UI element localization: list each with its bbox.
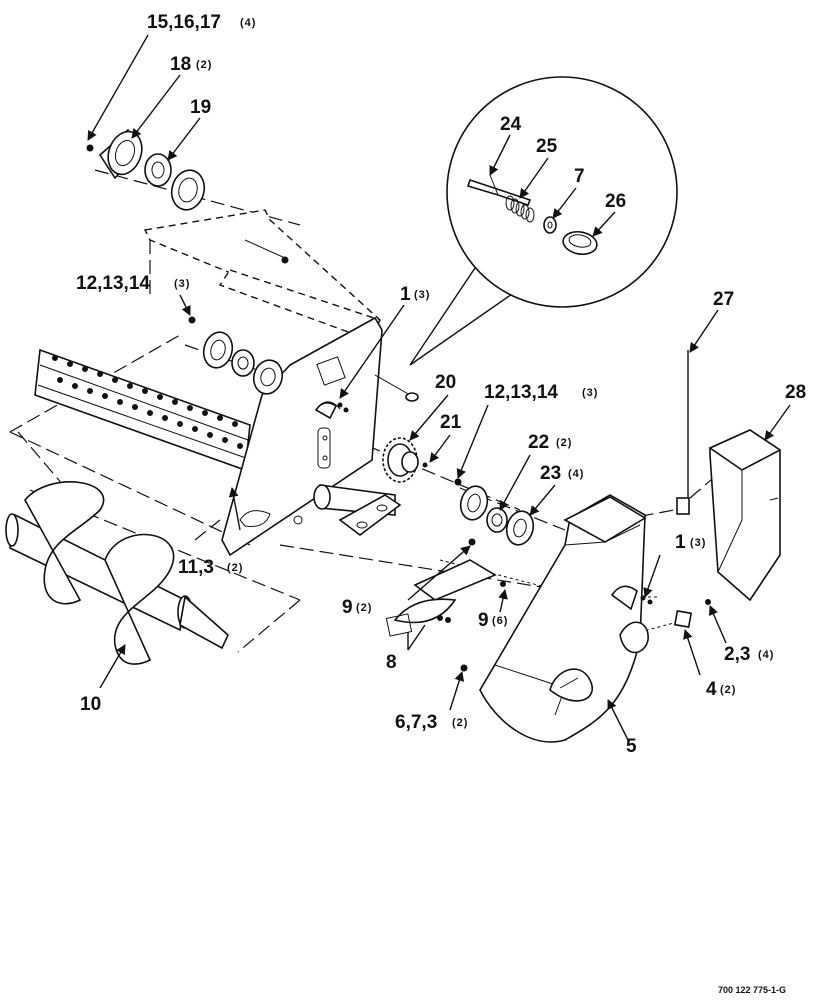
plate-hardware [314,374,419,420]
callout-qty-c2: (2) [196,59,212,71]
small-plate [673,599,711,629]
deflector-shield [708,429,782,602]
callout-qty-c8: (3) [174,278,190,290]
callout-qty-c15: (2) [556,437,572,449]
sprocket [382,437,428,483]
detail-inset [409,76,678,366]
callout-label-c19: 9 [342,597,353,618]
callout-qty-c9: (3) [414,289,430,301]
middle-bearing-assembly [188,316,284,395]
callout-qty-c25: (2) [452,717,468,729]
callout-label-c16: 23 [540,463,561,484]
callout-label-c1: 15,16,17 [147,12,221,33]
callout-label-c7: 26 [605,191,626,212]
shield-housing [460,494,653,743]
right-bearing-assembly [454,478,535,546]
callout-labels: 15,16,17 (4) 18 (2) 19 24 25 7 26 12,13,… [76,12,806,757]
callout-label-c17: 11,3 [178,557,214,578]
callout-qty-c13: (3) [582,387,598,399]
callout-qty-c20: (6) [492,615,508,627]
callout-label-c23: 4 [706,679,717,700]
callout-label-c24: 10 [80,694,101,715]
upper-bearing-assembly [86,128,289,264]
upper-frame [143,209,382,341]
figure-reference-number: 700 122 775-1-G [718,985,786,995]
callout-label-c10: 27 [713,289,734,310]
callout-label-c15: 22 [528,432,549,453]
callout-qty-c19: (2) [356,602,372,614]
callout-label-c9: 1 [400,284,411,305]
callout-label-c6: 7 [574,166,585,187]
callout-qty-c18: (3) [690,537,706,549]
callout-label-c5: 25 [536,136,558,157]
callout-label-c8: 12,13,14 [76,273,150,294]
callout-qty-c23: (2) [720,684,736,696]
callout-label-c21: 2,3 [724,644,750,665]
callout-qty-c1: (4) [240,17,256,29]
callout-label-c22: 8 [386,652,397,673]
callout-qty-c17: (2) [227,562,243,574]
shaft-tube [313,484,402,536]
callout-label-c26: 5 [626,736,637,757]
callout-qty-c16: (4) [568,468,584,480]
callout-label-c2: 18 [170,54,191,75]
callout-label-c3: 19 [190,97,211,118]
callout-label-c14: 21 [440,412,462,433]
callout-qty-c21: (4) [758,649,774,661]
spring-part [505,195,535,223]
paddles [385,538,506,637]
callout-label-c12: 20 [435,372,456,393]
callout-label-c25: 6,7,3 [395,712,437,733]
leader-lines [87,34,791,741]
callout-label-c11: 28 [785,382,806,403]
callout-label-c18: 1 [675,532,686,553]
callout-label-c13: 12,13,14 [484,382,558,403]
callout-label-c4: 24 [500,114,522,135]
callout-label-c20: 9 [478,610,489,631]
support-rod [676,350,690,515]
auger [5,481,229,665]
